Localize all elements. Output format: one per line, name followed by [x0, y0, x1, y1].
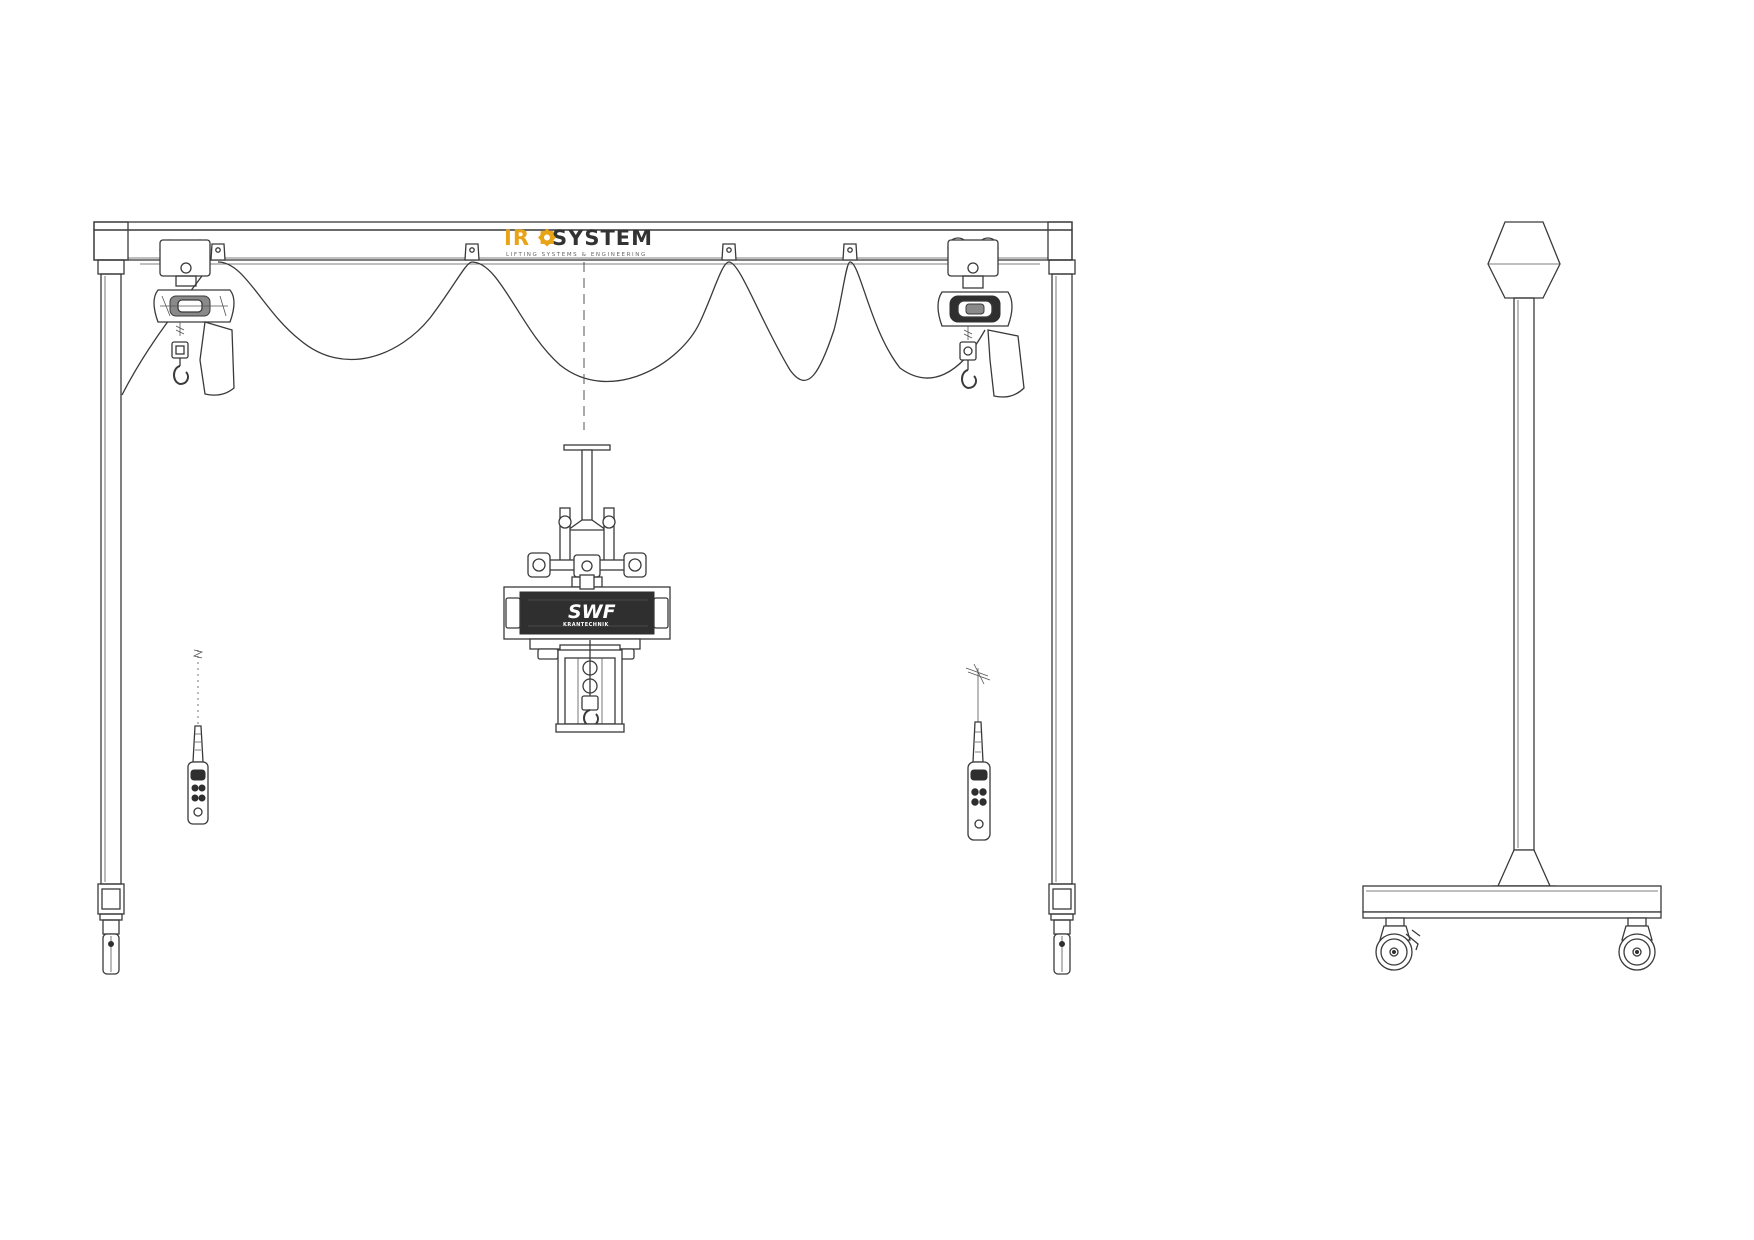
right-chain-bag [987, 329, 1025, 398]
side-left-castor [1375, 917, 1421, 971]
right-chain-hoist [937, 237, 1025, 398]
electric-wire-rope-hoist: SWF KRANTECHNIK [503, 444, 671, 733]
hoist-brand-logo: SWF [568, 601, 616, 623]
hoist-hook-block [555, 640, 625, 733]
i-beam-section [563, 444, 611, 531]
right-hook [961, 369, 977, 390]
festoon-cable-trolleys [210, 243, 858, 261]
left-pendant-control [187, 649, 209, 825]
logo-prefix: IR [504, 226, 530, 250]
ironsystem-logo: IR SYSTEM LIFTING SYSTEMS & ENGINEERING [504, 226, 653, 258]
left-castor-wheel [99, 913, 123, 975]
gantry-frame-side-view [1362, 221, 1662, 971]
left-hoist-body [153, 289, 235, 323]
left-chain-hoist [153, 239, 235, 396]
left-hook [173, 365, 189, 386]
logo-system: SYSTEM [552, 226, 653, 250]
side-base-beam [1362, 885, 1662, 913]
festoon-cable [217, 261, 986, 383]
gear-icon [538, 228, 556, 247]
right-hoist-body [937, 291, 1013, 327]
right-spring [963, 326, 973, 340]
right-trolley [947, 237, 999, 289]
right-leg [1048, 259, 1076, 915]
left-chain-bag [199, 321, 235, 396]
left-leg [97, 259, 125, 915]
side-base-flare [1496, 849, 1552, 887]
left-spring [175, 322, 185, 336]
side-right-castor [1618, 917, 1656, 971]
side-top-cap [1487, 221, 1561, 299]
right-castor-wheel [1050, 913, 1074, 975]
side-column [1513, 297, 1535, 851]
gantry-frame-front-view [93, 221, 1076, 975]
hoist-trolley [527, 507, 647, 588]
hoist-brand-subtitle: KRANTECHNIK [563, 622, 610, 628]
left-trolley [159, 239, 211, 287]
festoon-cable-drop-left [121, 264, 211, 396]
logo-wordmark: IR SYSTEM [504, 226, 653, 250]
logo-tagline: LIFTING SYSTEMS & ENGINEERING [506, 252, 647, 258]
right-pendant-control [965, 663, 991, 841]
